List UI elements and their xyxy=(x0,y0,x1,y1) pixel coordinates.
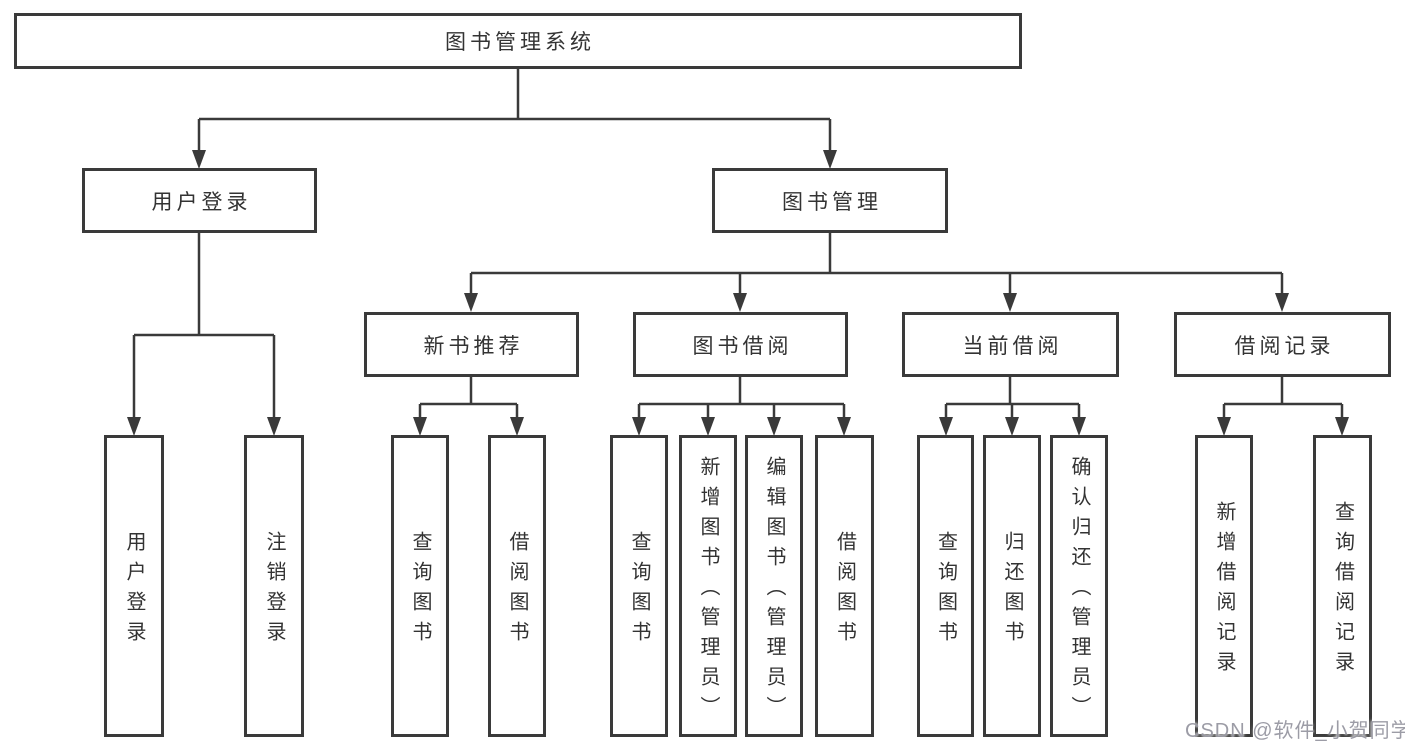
node-user-login: 用户登录 xyxy=(82,168,317,233)
leaf-borrow-book-newrec-label: 借阅图书 xyxy=(506,531,528,651)
arrowhead-icon xyxy=(823,150,837,169)
leaf-add-book-admin: 新增图书（管理员） xyxy=(679,435,737,737)
node-user-login-label: 用户登录 xyxy=(151,190,252,214)
arrowhead-icon xyxy=(632,417,646,436)
node-book-borrow-label: 图书借阅 xyxy=(692,334,793,358)
edge-current-borrow xyxy=(944,377,1081,418)
leaf-query-book-borrow-label: 查询图书 xyxy=(628,531,650,651)
node-current-borrow-label: 当前借阅 xyxy=(962,334,1063,358)
edge-borrow-record xyxy=(1222,377,1344,418)
node-book-mgmt-label: 图书管理 xyxy=(782,190,882,214)
arrowhead-icon xyxy=(413,417,427,436)
leaf-logout: 注销登录 xyxy=(244,435,304,737)
node-borrow-record-label: 借阅记录 xyxy=(1234,334,1335,358)
leaf-add-borrow-record-label: 新增借阅记录 xyxy=(1213,501,1235,681)
arrowhead-icon xyxy=(767,417,781,436)
leaf-confirm-return-admin-label: 确认归还（管理员） xyxy=(1068,456,1090,726)
leaf-query-borrow-record: 查询借阅记录 xyxy=(1313,435,1372,737)
leaf-borrow-book-borrow-label: 借阅图书 xyxy=(833,531,856,651)
node-current-borrow: 当前借阅 xyxy=(902,312,1119,377)
edge-new-rec xyxy=(418,377,519,418)
arrowhead-icon xyxy=(733,293,747,312)
arrowhead-icon xyxy=(1003,293,1017,312)
arrowhead-icon xyxy=(1072,417,1086,436)
arrowhead-icon xyxy=(127,417,141,436)
arrowhead-icon xyxy=(192,150,206,169)
leaf-add-book-admin-label: 新增图书（管理员） xyxy=(697,456,719,726)
arrowhead-icon xyxy=(939,417,953,436)
arrowhead-icon xyxy=(701,417,715,436)
arrowhead-icon xyxy=(1335,417,1349,436)
leaf-query-book-newrec-label: 查询图书 xyxy=(409,531,431,651)
edge-book-borrow xyxy=(637,377,846,418)
node-new-book-rec: 新书推荐 xyxy=(364,312,579,377)
node-book-mgmt: 图书管理 xyxy=(712,168,948,233)
leaf-query-borrow-record-label: 查询借阅记录 xyxy=(1331,501,1354,681)
leaf-add-borrow-record: 新增借阅记录 xyxy=(1195,435,1253,737)
edge-root xyxy=(197,69,832,151)
edge-book-mgmt xyxy=(469,233,1284,294)
leaf-edit-book-admin-label: 编辑图书（管理员） xyxy=(763,456,785,726)
leaf-edit-book-admin: 编辑图书（管理员） xyxy=(745,435,803,737)
leaf-borrow-book-newrec: 借阅图书 xyxy=(488,435,546,737)
leaf-borrow-book-borrow: 借阅图书 xyxy=(815,435,874,737)
leaf-return-book-label: 归还图书 xyxy=(1001,531,1023,651)
edge-user-login xyxy=(132,233,276,418)
node-new-book-rec-label: 新书推荐 xyxy=(423,334,524,358)
node-book-borrow: 图书借阅 xyxy=(633,312,848,377)
arrowhead-icon xyxy=(267,417,281,436)
arrowhead-icon xyxy=(464,293,478,312)
arrowhead-icon xyxy=(1005,417,1019,436)
leaf-return-book: 归还图书 xyxy=(983,435,1041,737)
leaf-query-book-current: 查询图书 xyxy=(917,435,974,737)
leaf-query-book-newrec: 查询图书 xyxy=(391,435,449,737)
arrowhead-icon xyxy=(1217,417,1231,436)
arrowhead-icon xyxy=(1275,293,1289,312)
arrowhead-icon xyxy=(510,417,524,436)
leaf-user-login: 用户登录 xyxy=(104,435,164,737)
node-root-label: 图书管理系统 xyxy=(445,31,595,54)
leaf-logout-label: 注销登录 xyxy=(263,531,285,651)
leaf-confirm-return-admin: 确认归还（管理员） xyxy=(1050,435,1108,737)
csdn-watermark: CSDN @软件_小贺同学 xyxy=(1185,720,1405,742)
node-root: 图书管理系统 xyxy=(14,13,1022,69)
node-borrow-record: 借阅记录 xyxy=(1174,312,1391,377)
leaf-user-login-label: 用户登录 xyxy=(123,531,145,651)
leaf-query-book-current-label: 查询图书 xyxy=(934,531,957,651)
arrowhead-icon xyxy=(837,417,851,436)
leaf-query-book-borrow: 查询图书 xyxy=(610,435,668,737)
